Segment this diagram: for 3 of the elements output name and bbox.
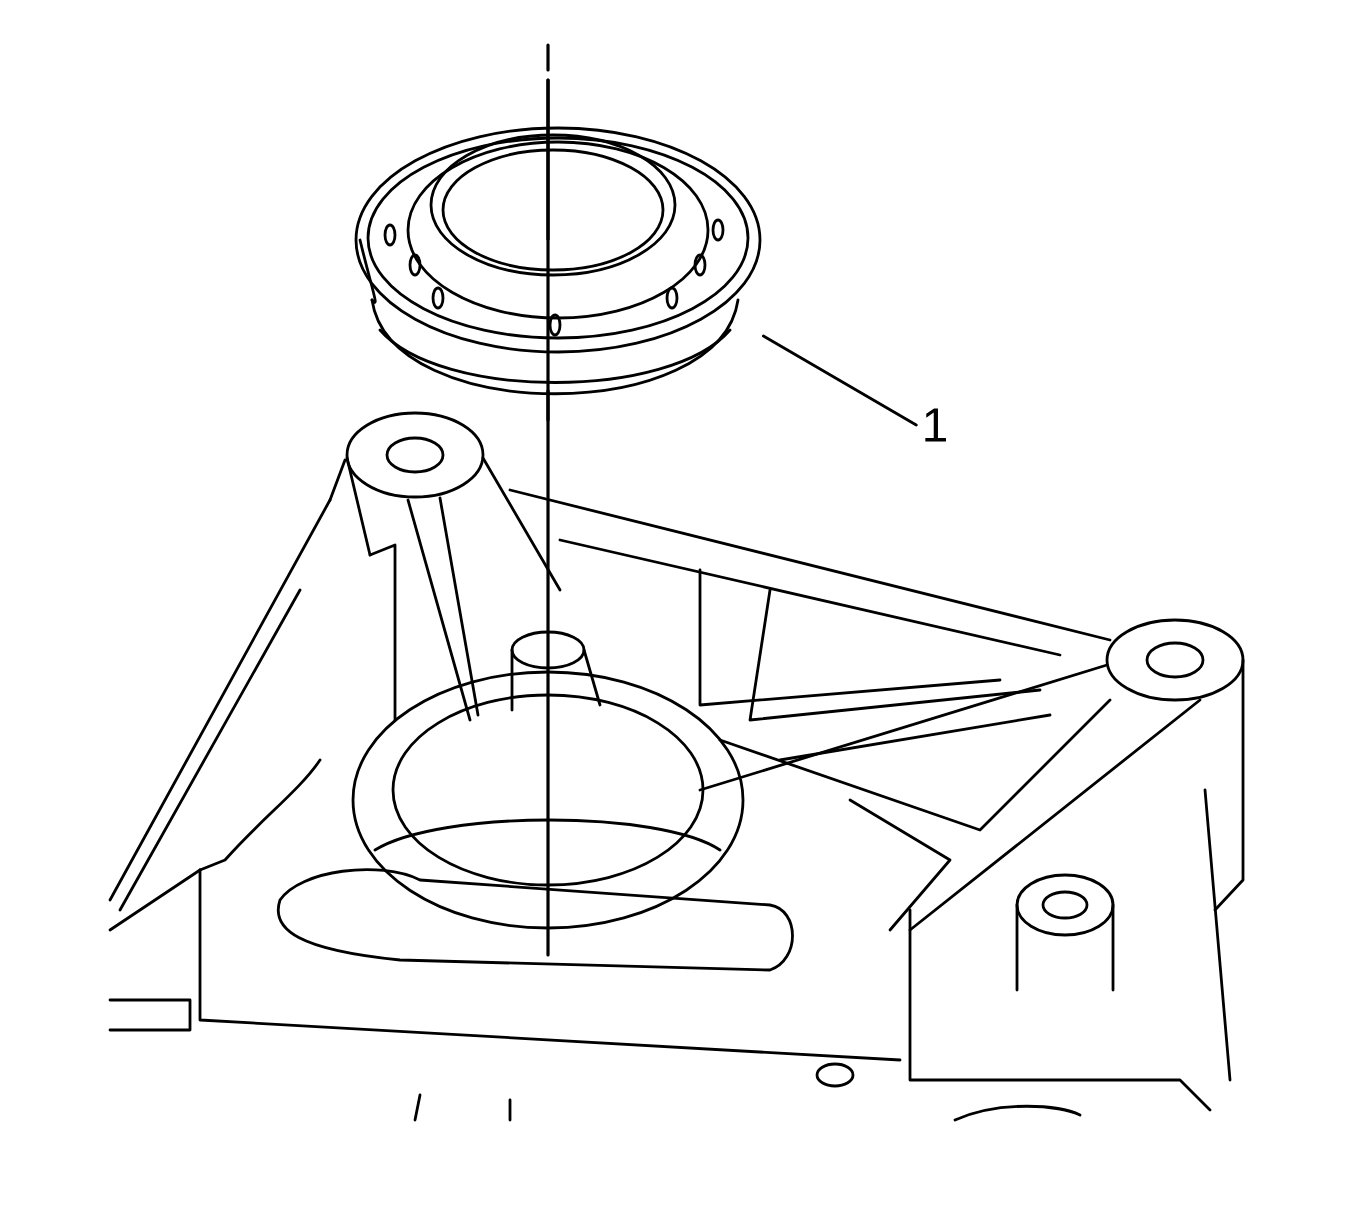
leader-line (762, 334, 918, 427)
seal-drawing (354, 126, 762, 396)
callout-number: 1 (925, 408, 946, 442)
